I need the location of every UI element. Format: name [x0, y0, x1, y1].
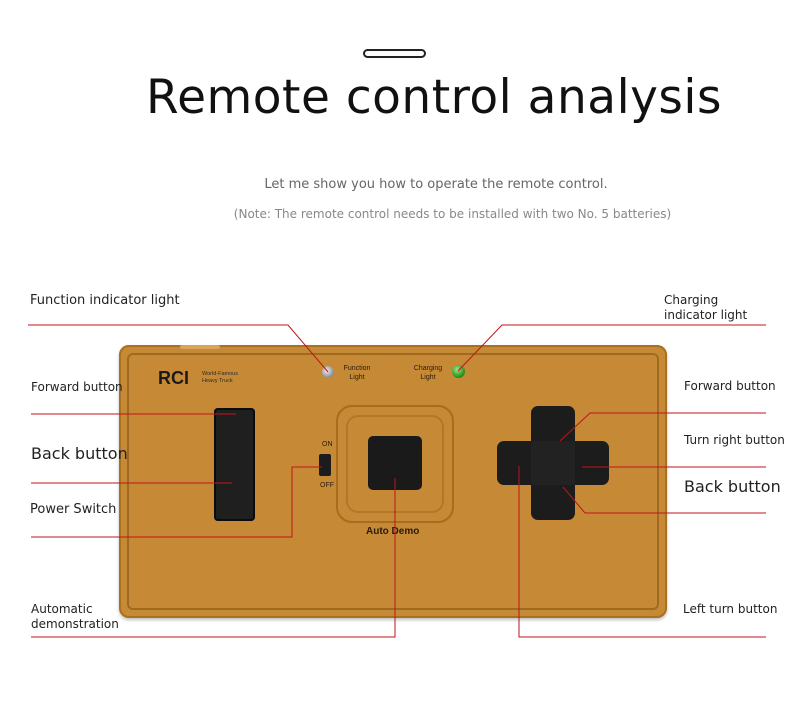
label-left-turn: Left turn button [683, 602, 778, 616]
page-subtitle: Let me show you how to operate the remot… [264, 177, 608, 192]
label-turn-right: Turn right button [684, 433, 785, 447]
charging-light-text: Charging Light [413, 365, 443, 381]
header-pill-decoration [363, 49, 426, 58]
switch-on-label: ON [322, 441, 333, 448]
auto-demo-label: Auto Demo [366, 526, 420, 537]
power-switch[interactable] [319, 454, 331, 476]
label-power-switch: Power Switch [30, 502, 117, 517]
brand-tagline: World-Famous Heavy Truck [202, 371, 238, 384]
label-back-right: Back button [684, 477, 781, 496]
function-light-text: Function Light [343, 365, 371, 381]
brand-logo: RCI [158, 368, 189, 388]
callout-power-switch [31, 466, 322, 538]
label-forward-right: Forward button [684, 379, 776, 393]
callout-forward-right [559, 412, 766, 442]
label-back-left: Back button [31, 444, 128, 463]
callout-auto-demo [31, 478, 396, 638]
label-function-indicator: Function indicator light [30, 293, 180, 308]
forward-back-rocker-button[interactable] [214, 408, 255, 521]
label-auto-demo: Automatic demonstration [31, 602, 119, 631]
charging-indicator-led [452, 365, 465, 378]
callout-left-turn [518, 466, 766, 638]
page-title: Remote control analysis [146, 70, 722, 125]
battery-note: (Note: The remote control needs to be in… [233, 207, 672, 221]
callout-charging-indicator [457, 324, 766, 372]
callout-function-indicator [28, 324, 329, 373]
callout-back-right [562, 486, 766, 514]
remote-top-nub [180, 345, 220, 349]
label-forward-left: Forward button [31, 380, 123, 394]
label-charging-indicator: Charging indicator light [664, 293, 748, 322]
switch-off-label: OFF [320, 482, 334, 489]
dpad-center [531, 441, 575, 485]
